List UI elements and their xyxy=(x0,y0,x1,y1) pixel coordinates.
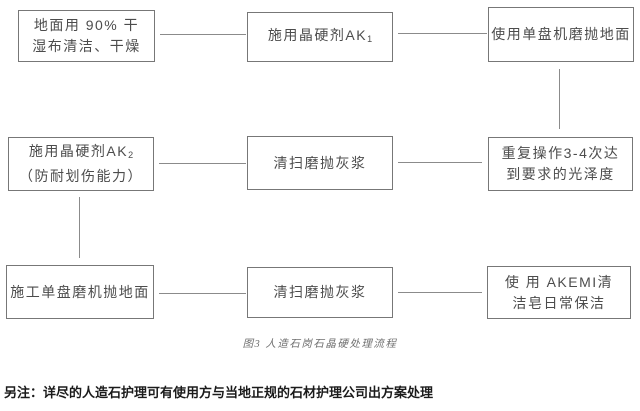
connector-row2-left-mid xyxy=(159,163,246,164)
node-text-main: 施用晶硬剂AK xyxy=(28,143,129,159)
connector-right-row1-row2 xyxy=(559,69,560,129)
node-text-line: 清扫磨抛灰浆 xyxy=(273,154,367,171)
flow-node-akemi-daily-clean: 使 用 AKEMI清 洁皂日常保洁 xyxy=(487,266,631,319)
flow-node-sweep-slurry-1: 清扫磨抛灰浆 xyxy=(247,136,393,190)
node-text-line: 使用单盘机磨抛地面 xyxy=(491,26,631,42)
node-text-line: 地面用 90% 干 xyxy=(33,17,140,33)
flow-node-single-disc-polish: 使用单盘机磨抛地面 xyxy=(488,7,634,62)
flow-node-apply-hardener-ak2: 施用晶硬剂AK2 （防耐划伤能力） xyxy=(8,137,154,191)
node-text-line: 施工单盘磨机抛地面 xyxy=(10,283,150,300)
connector-left-row2-row3 xyxy=(79,197,80,258)
connector-row3-left-mid xyxy=(159,293,246,294)
node-text-line: 洁皂日常保洁 xyxy=(512,294,606,311)
flow-node-repeat-for-gloss: 重复操作3-4次达 到要求的光泽度 xyxy=(488,137,633,191)
node-text-line: 施用晶硬剂AK2 xyxy=(29,141,133,166)
node-text-line: 到要求的光泽度 xyxy=(506,166,615,182)
flow-node-clean-floor: 地面用 90% 干 湿布清洁、干燥 xyxy=(18,10,155,62)
connector-row1-left-mid xyxy=(160,34,246,35)
connector-row1-mid-right xyxy=(398,33,487,34)
connector-row2-mid-right xyxy=(398,162,482,163)
flow-node-single-disc-finish: 施工单盘磨机抛地面 xyxy=(6,265,154,319)
node-text-line: 重复操作3-4次达 xyxy=(501,145,620,161)
connector-row3-mid-right xyxy=(398,292,482,293)
flow-node-apply-hardener-ak1: 施用晶硬剂AK1 xyxy=(247,12,393,62)
node-text-line: 使 用 AKEMI清 xyxy=(504,273,614,290)
node-text-line: （防耐划伤能力） xyxy=(19,168,143,184)
node-text-main: 施用晶硬剂AK xyxy=(267,26,368,43)
footer-note: 另注：详尽的人造石护理可有使用方与当地正规的石材护理公司出方案处理 xyxy=(4,385,434,400)
node-text-subscript: 1 xyxy=(367,33,373,44)
node-text-subscript: 2 xyxy=(128,150,134,160)
figure-caption: 图3 人造石岗石晶硬处理流程 xyxy=(242,339,398,350)
flow-node-sweep-slurry-2: 清扫磨抛灰浆 xyxy=(247,267,393,318)
node-text-line: 清扫磨抛灰浆 xyxy=(273,284,367,300)
node-text-line: 湿布清洁、干燥 xyxy=(32,38,141,54)
node-text-line: 施用晶硬剂AK1 xyxy=(268,25,372,50)
